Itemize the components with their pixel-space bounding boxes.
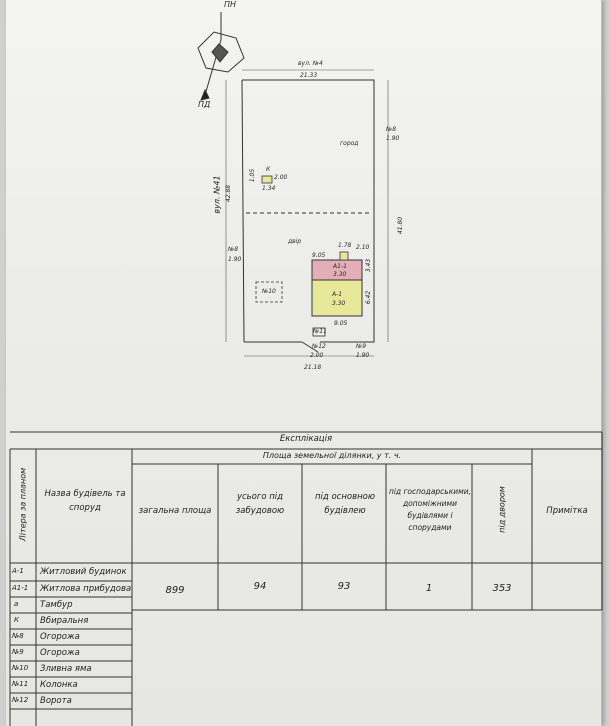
fence8-left-label: №8: [228, 246, 239, 253]
yard-label: двір: [288, 238, 302, 245]
building-a1-label: А-1: [332, 291, 343, 298]
col-letter-header: Літера за планом: [18, 467, 28, 542]
document-page: [6, 0, 602, 726]
col-aux-header: під господарськими, допоміжними будівлям…: [388, 487, 472, 532]
area-header: Площа земельної ділянки, у т. ч.: [262, 451, 402, 460]
col-built-header: усього під забудовою: [235, 492, 285, 516]
fence8-top-value: 1.90: [386, 135, 400, 142]
street-top-label: вул. №4: [298, 60, 323, 67]
compass-south-label: ПД: [198, 100, 211, 109]
col-note-header: Примітка: [546, 506, 588, 516]
dim-right: 41.80: [397, 216, 405, 235]
compass-icon: [197, 12, 245, 101]
row-letter: №9: [12, 648, 24, 656]
outhouse-width: 2.00: [274, 174, 288, 181]
building-a1: [311, 279, 363, 317]
dim-top: 21.33: [300, 72, 318, 79]
building-a11-floors: 3.30: [333, 271, 347, 278]
row-name: Житловий будинок: [40, 567, 127, 577]
row-name: Житлова прибудова: [40, 584, 132, 594]
pump: [312, 327, 326, 337]
explication-table-grid: [9, 431, 603, 726]
row-letter: №11: [12, 680, 29, 688]
row-letter: а: [14, 600, 19, 608]
row-letter: №8: [12, 632, 24, 640]
row-name: Вбиральня: [40, 616, 89, 626]
building-a1-floors: 3.30: [332, 300, 346, 307]
house-width: 9.05: [312, 252, 326, 259]
row-letter: А1-1: [12, 584, 29, 592]
row-name: Тамбур: [40, 600, 73, 610]
col-total-header: загальна площа: [138, 506, 212, 516]
outhouse-label: К: [266, 166, 271, 173]
row-name: Зливна яма: [40, 664, 92, 674]
gate-label: №12: [312, 343, 326, 350]
porch: [339, 251, 349, 261]
row-name: Ворота: [40, 696, 72, 706]
fence8-left-value: 1.90: [228, 256, 242, 263]
gate-value: 2.00: [310, 352, 324, 359]
compass-north-label: ПН: [224, 0, 237, 9]
building-a11-label: А1-1: [333, 263, 347, 270]
pump-label: №11: [313, 328, 327, 335]
fence8-top-label: №8: [386, 126, 397, 133]
outhouse: [261, 175, 273, 184]
fence9-value: 1.90: [356, 352, 370, 359]
row-letter: К: [14, 616, 19, 624]
row-name: Огорожа: [40, 648, 80, 658]
porch-dim2: 2.10: [356, 244, 370, 251]
value-built: 94: [253, 581, 267, 592]
street-left-label: вул. №41: [212, 175, 222, 214]
garden-label: город: [340, 140, 359, 147]
well-pit: [255, 281, 283, 303]
value-aux: 1: [425, 583, 433, 594]
house-h1: 3.43: [365, 258, 373, 273]
value-yard: 353: [492, 583, 512, 594]
row-letter: №12: [12, 696, 29, 704]
dim-left: 42.88: [225, 184, 233, 203]
house-width-bottom: 9.05: [334, 320, 348, 327]
outhouse-vert: 1.05: [249, 168, 257, 183]
col-name-header: Назва будівель та споруд: [44, 489, 126, 513]
row-letter: А-1: [12, 567, 24, 575]
dim-bottom: 21.18: [304, 364, 322, 371]
col-yard-header: під двором: [497, 486, 507, 533]
house-h2: 6.42: [365, 290, 373, 305]
explication-title: Експлікація: [279, 434, 333, 444]
outhouse-depth: 1.34: [262, 185, 276, 192]
row-name: Огорожа: [40, 632, 80, 642]
col-main-header: під основною будівлею: [314, 492, 376, 516]
value-main: 93: [337, 581, 351, 592]
well-label: №10: [262, 288, 276, 295]
plot-boundary: [241, 79, 375, 353]
page-fold: [601, 0, 602, 726]
value-total: 899: [165, 585, 185, 596]
row-name: Колонка: [40, 680, 78, 690]
fence9-label: №9: [356, 343, 367, 350]
row-letter: №10: [12, 664, 29, 672]
porch-dim: 1.78: [338, 242, 352, 249]
